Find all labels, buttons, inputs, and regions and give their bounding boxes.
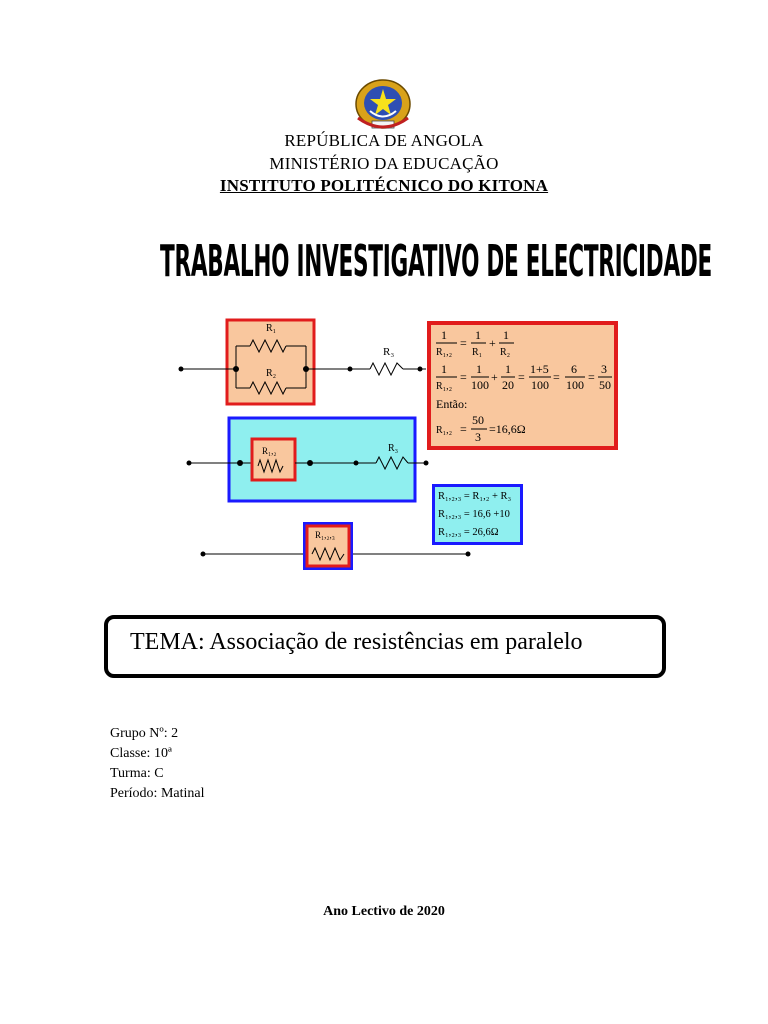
frac-den: R₁,₂ — [436, 347, 452, 358]
header-ministry: MINISTÉRIO DA EDUCAÇÃO — [269, 154, 499, 173]
parallel-box — [225, 318, 316, 406]
result-lhs: R₁,₂ — [436, 425, 452, 436]
frac-den: 20 — [502, 378, 514, 392]
frac-num: 1 — [505, 362, 511, 376]
info-periodo: Período: Matinal — [110, 786, 205, 801]
header-institute: INSTITUTO POLITÉCNICO DO KITONA — [219, 176, 549, 195]
circuit-diagram: R₁ R₂ R₃ R₁,₂ R₃ R₁,₂,₃ — [178, 318, 471, 570]
r12-box — [250, 437, 297, 482]
frac-num: 1 — [441, 362, 447, 376]
label-r3: R₃ — [383, 346, 394, 358]
frac-num: 3 — [601, 362, 607, 376]
frac-den: 50 — [599, 378, 611, 392]
frac-den: 100 — [531, 378, 549, 392]
calculation-box-series: R₁,₂,₃ = R₁,₂ + R₃ R₁,₂,₃ = 16,6 +10 R₁,… — [432, 484, 523, 545]
frac-den: 100 — [471, 378, 489, 392]
coat-of-arms-emblem — [350, 78, 416, 134]
frac-num: 1+5 — [530, 362, 549, 376]
frac-num: 6 — [571, 362, 577, 376]
frac-num: 1 — [441, 328, 447, 342]
angola-coat-of-arms-icon — [355, 79, 411, 129]
tema-box: TEMA: Associação de resistências em para… — [104, 615, 666, 678]
info-classe: Classe: 10ª — [110, 746, 172, 761]
circuit-stage-2: R₁,₂ R₃ — [186, 416, 429, 503]
page-title: TRABALHO INVESTIGATIVO DE ELECTRICIDADE — [160, 236, 713, 287]
frac-den: R₁ — [472, 347, 482, 358]
frac-num: 1 — [476, 362, 482, 376]
info-grupo: Grupo Nº: 2 — [110, 726, 179, 741]
frac-den: 3 — [475, 430, 481, 444]
series-calc-line-1: R₁,₂,₃ = R₁,₂ + R₃ — [438, 491, 512, 502]
plus-sign: + — [489, 336, 496, 350]
header-republic: REPÚBLICA DE ANGOLA — [284, 131, 484, 150]
tema-text: TEMA: Associação de resistências em para… — [130, 629, 583, 655]
equals-sign: = — [553, 370, 560, 384]
frac-num: 1 — [475, 328, 481, 342]
then-label: Então: — [436, 397, 467, 411]
label-r3-stage2: R₃ — [388, 443, 398, 454]
equals-sign: = — [588, 370, 595, 384]
parallel-calculation: 1 R₁,₂ = 1 R₁ + 1 R₂ 1 R₁,₂ = 1 100 + 1 … — [436, 328, 612, 444]
equals-sign: = — [460, 336, 467, 350]
label-r1: R₁ — [266, 323, 276, 334]
frac-den: R₁,₂ — [436, 381, 452, 392]
calculation-box-parallel: 1 R₁,₂ = 1 R₁ + 1 R₂ 1 R₁,₂ = 1 100 + 1 … — [427, 321, 618, 450]
label-r2: R₂ — [266, 368, 276, 379]
equals-sign: = — [460, 370, 467, 384]
info-turma: Turma: C — [110, 766, 164, 781]
frac-num: 50 — [472, 413, 484, 427]
series-calc-line-2: R₁,₂,₃ = 16,6 +10 — [438, 509, 510, 520]
frac-den: 100 — [566, 378, 584, 392]
series-calc-line-3: R₁,₂,₃ = 26,6Ω — [438, 527, 499, 538]
equals-sign: = — [518, 370, 525, 384]
label-r123: R₁,₂,₃ — [315, 530, 335, 540]
equals-sign: = — [460, 422, 467, 436]
frac-den: R₂ — [500, 347, 510, 358]
frac-num: 1 — [503, 328, 509, 342]
result-value: =16,6Ω — [489, 422, 526, 436]
circuit-stage-3: R₁,₂,₃ — [200, 522, 471, 570]
r123-box — [305, 524, 351, 568]
plus-sign: + — [491, 370, 498, 384]
label-r12: R₁,₂ — [262, 446, 277, 456]
circuit-stage-1: R₁ R₂ R₃ — [178, 318, 426, 406]
school-year: Ano Lectivo de 2020 — [323, 904, 445, 919]
